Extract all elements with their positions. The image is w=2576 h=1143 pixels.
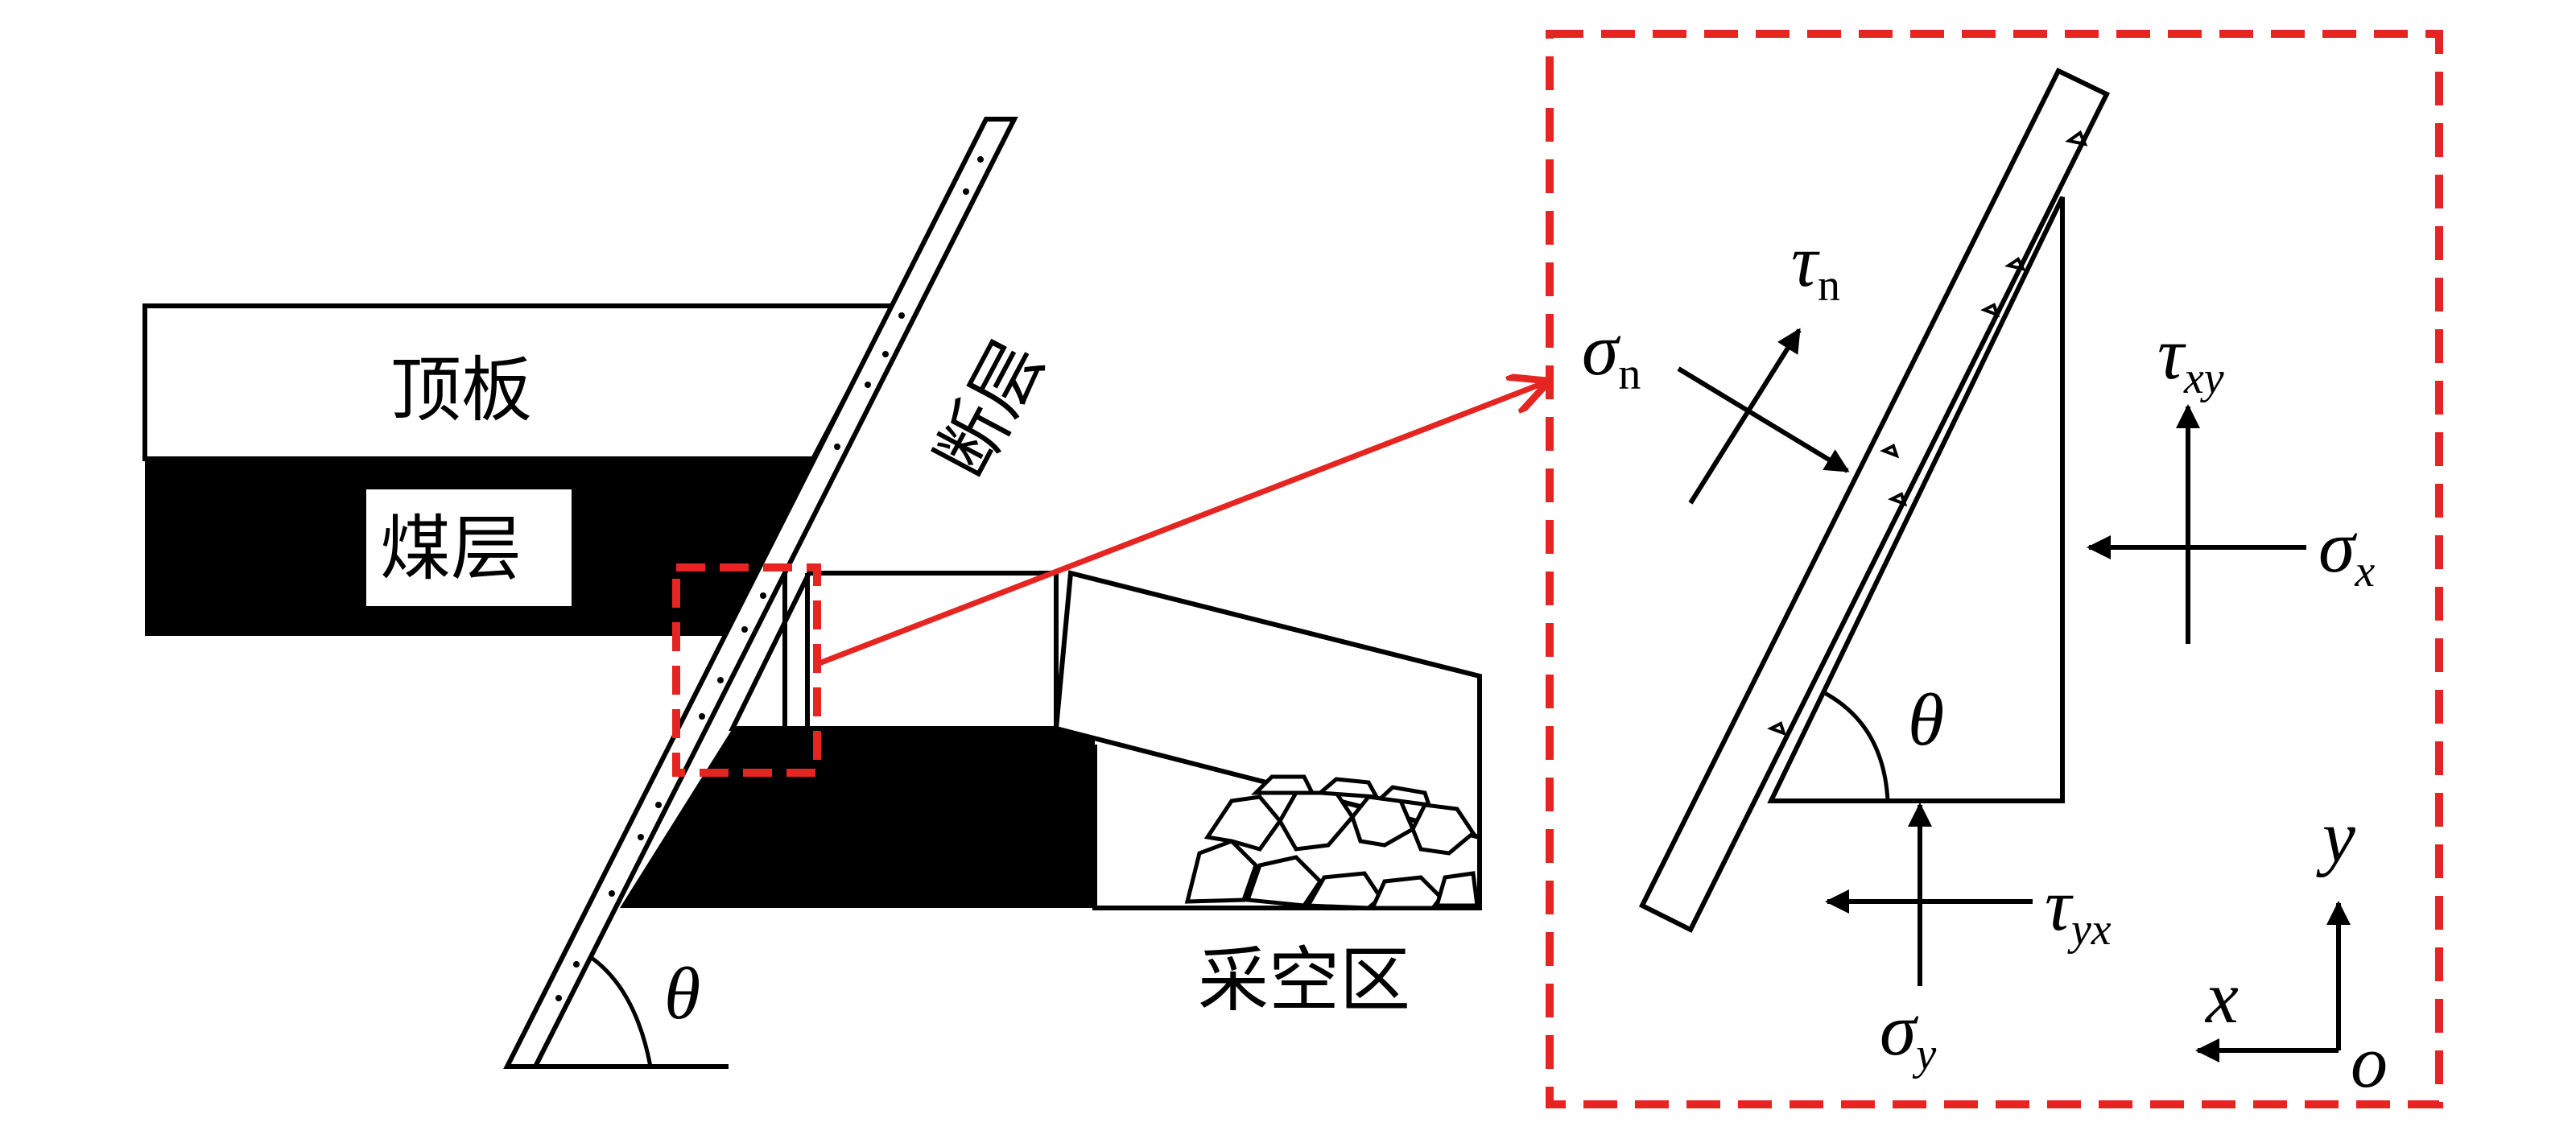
tau-n-label: τn <box>1791 220 1840 311</box>
sigma-n-label: σn <box>1582 308 1641 399</box>
x-axis-label: x <box>2204 956 2239 1038</box>
element-angle-arc <box>1822 690 1890 802</box>
highlight-box-small <box>672 563 821 777</box>
zoom-arrow <box>815 382 1546 667</box>
coal-seam-lower <box>620 728 1095 908</box>
theta-right-label: θ <box>1908 679 1944 761</box>
tau-xy-label: τxy <box>2157 312 2224 403</box>
stress-element-triangle <box>1767 196 2065 803</box>
roof-label: 顶板 <box>390 349 532 431</box>
fault-label: 断层 <box>920 327 1060 491</box>
goaf-label: 采空区 <box>1198 939 1410 1021</box>
left-panel: 顶板 煤层 断层 采空区 θ <box>142 117 1482 1069</box>
sigma-x-label: σx <box>2318 505 2375 596</box>
dip-angle-arc <box>590 955 653 1067</box>
fault-gouge <box>555 156 984 1001</box>
sigma-y-label: σy <box>1880 988 1936 1079</box>
right-panel: θ σn τn τxy σx τyx σy y x <box>1546 30 2443 1108</box>
coal-seam-label-box <box>366 489 572 606</box>
tau-n-arrow <box>1688 328 1802 505</box>
fault-slab <box>1638 68 2111 934</box>
slab-gouge <box>1767 130 2088 737</box>
y-axis-label: y <box>2316 795 2355 877</box>
theta-left-label: θ <box>664 952 700 1034</box>
roof-block-displaced <box>729 571 1059 731</box>
sigma-n-arrow <box>1677 366 1850 473</box>
goaf-rubble <box>1184 774 1480 910</box>
coal-seam-label: 煤层 <box>380 507 522 590</box>
tau-yx-label: τyx <box>2045 864 2112 955</box>
origin-label: o <box>2351 1021 2388 1103</box>
highlight-box-large <box>1546 30 2443 1108</box>
